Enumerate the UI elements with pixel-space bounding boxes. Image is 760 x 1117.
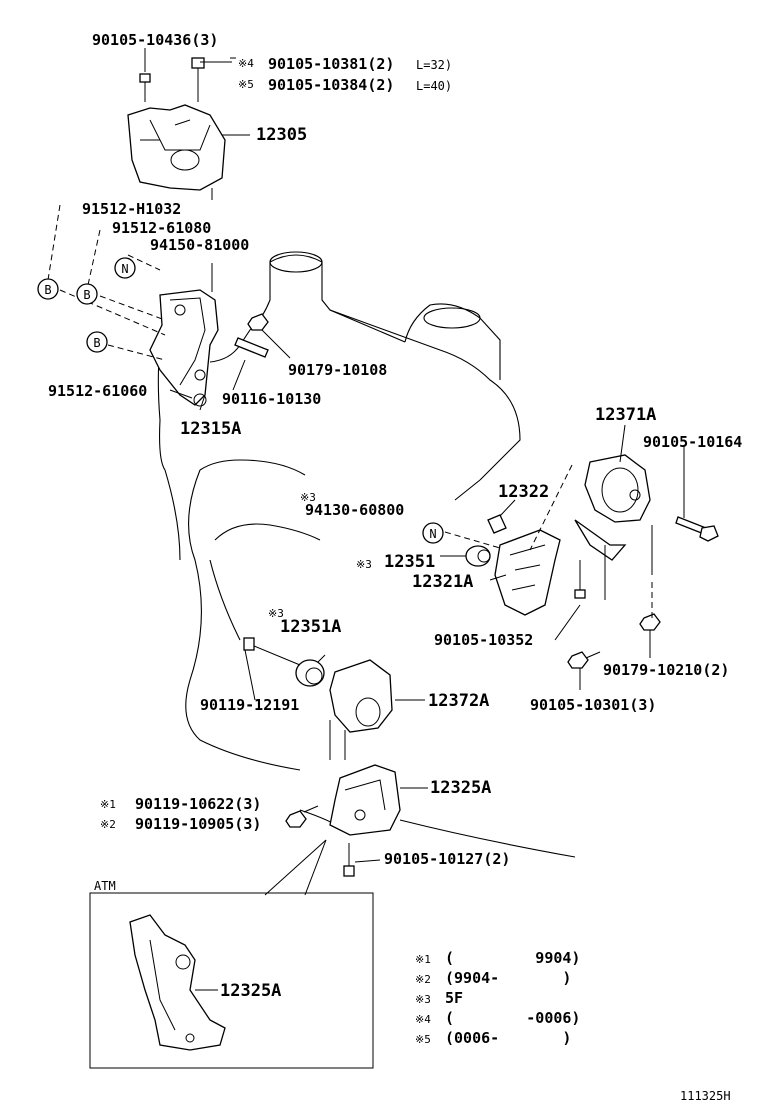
legend-mark: ※1 (415, 953, 431, 966)
label-12321a: 12321A (412, 572, 473, 592)
label-90116-10130: 90116-10130 (222, 390, 321, 408)
stopper-12322 (487, 514, 507, 534)
label-12325a: 12325A (430, 778, 491, 798)
svg-text:N: N (121, 262, 128, 276)
svg-text:B: B (44, 283, 51, 297)
note-l40: L=40) (416, 79, 452, 93)
label-91512-h1032: 91512-H1032 (82, 200, 181, 218)
label-12322: 12322 (498, 482, 549, 502)
label-90119-12191: 90119-12191 (200, 696, 299, 714)
diagram-id: 111325H (680, 1089, 731, 1103)
label-90119-10622: 90119-10622(3) (135, 795, 261, 813)
bolt-90105-10164 (675, 516, 719, 542)
label-90105-10127: 90105-10127(2) (384, 850, 510, 868)
label-12371a: 12371A (595, 405, 656, 425)
stud-90116-10130 (234, 337, 269, 358)
label-91512-61060: 91512-61060 (48, 382, 147, 400)
bushing-12351a (295, 659, 325, 687)
label-90105-10352: 90105-10352 (434, 631, 533, 649)
legend-mark: ※5 (415, 1033, 431, 1046)
bolt-90105-10436 (139, 48, 151, 102)
bolt-90105-10381 (191, 57, 232, 102)
engine-mount-12372a (329, 659, 393, 760)
label-90119-10905: 90119-10905(3) (135, 815, 261, 833)
engine-mount-12305 (127, 104, 250, 200)
bushing-12351 (465, 545, 491, 567)
label-90105-10384: 90105-10384(2) (268, 76, 394, 94)
mark-4: ※4 (238, 57, 254, 70)
label-12372a: 12372A (428, 691, 489, 711)
mark-3b: ※3 (356, 558, 372, 571)
legend-text: (0006- ) (445, 1029, 571, 1047)
svg-text:B: B (83, 288, 90, 302)
label-91512-61080: 91512-61080 (112, 219, 211, 237)
svg-text:B: B (93, 336, 100, 350)
label-90105-10436: 90105-10436(3) (92, 31, 218, 49)
leader-lines (47, 57, 685, 896)
legend-mark: ※3 (415, 993, 431, 1006)
marker-n-1: N (114, 257, 136, 279)
bolt-90105-10301 (567, 651, 601, 669)
label-90105-10301: 90105-10301(3) (530, 696, 656, 714)
engine-bracket-12315a (149, 289, 219, 407)
marker-b-3: B (86, 331, 108, 353)
note-l32: L=32) (416, 58, 452, 72)
label-90179-10108: 90179-10108 (288, 361, 387, 379)
legend-text: ( -0006) (445, 1009, 580, 1027)
svg-text:N: N (429, 527, 436, 541)
label-90105-10164: 90105-10164 (643, 433, 742, 451)
legend: ※1 ( 9904) ※2 (9904- ) ※3 5F ※4 ( -0006) ※5 (0006… (415, 949, 580, 1047)
marker-n-2: N (422, 522, 444, 544)
label-12351a: 12351A (280, 617, 341, 637)
mark-2: ※2 (100, 818, 116, 831)
bracket-12325a (329, 764, 401, 836)
mark-1: ※1 (100, 798, 116, 811)
bolt-90105-10352 (574, 560, 586, 599)
label-90179-10210: 90179-10210(2) (603, 661, 729, 679)
mark-5: ※5 (238, 78, 254, 91)
legend-mark: ※2 (415, 973, 431, 986)
legend-text: (9904- ) (445, 969, 571, 987)
bolt-90119-12191 (243, 637, 301, 666)
legend-text: ( 9904) (445, 949, 580, 967)
bolt-90119-10622 (285, 805, 319, 828)
label-94130-60800: 94130-60800 (305, 501, 404, 519)
label-12315a: 12315A (180, 419, 241, 439)
label-90105-10381: 90105-10381(2) (268, 55, 394, 73)
legend-text: 5F (445, 989, 463, 1007)
marker-b-1: B (37, 278, 59, 300)
label-94150-81000: 94150-81000 (150, 236, 249, 254)
label-12351: 12351 (384, 552, 435, 572)
legend-mark: ※4 (415, 1013, 431, 1026)
nut-90179-10108 (247, 313, 291, 359)
marker-b-2: B (76, 283, 98, 305)
engine-outline (157, 251, 576, 858)
mark-3a: ※3 (300, 491, 316, 504)
label-12325a-atm: 12325A (220, 981, 281, 1001)
nut-90179-10210 (639, 613, 661, 631)
atm-label: ATM (94, 879, 116, 893)
atm-inset: ATM 12325A (89, 879, 374, 1069)
label-12305: 12305 (256, 125, 307, 145)
mark-3c: ※3 (268, 607, 284, 620)
bracket-12321a (494, 529, 561, 616)
bolt-90105-10127 (343, 843, 355, 877)
engine-mount-12371a (574, 454, 653, 600)
